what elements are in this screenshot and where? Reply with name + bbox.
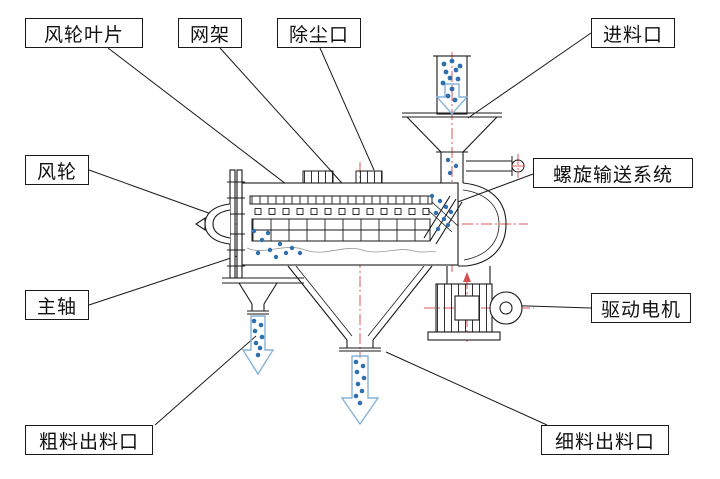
drive-motor: [427, 283, 523, 341]
label-fan-wheel: 风轮: [25, 155, 89, 185]
label-screw-conveyor: 螺旋输送系统: [533, 158, 693, 188]
shaft-tip: [195, 216, 206, 232]
left-flange: [229, 169, 236, 279]
leader-lines: [88, 32, 592, 426]
label-feed-inlet: 进料口: [591, 18, 675, 48]
leader-fine-outlet: [385, 351, 548, 426]
leader-coarse-outlet: [154, 335, 257, 426]
leader-main-shaft: [88, 252, 247, 306]
leader-screw-conveyor: [446, 173, 534, 207]
leader-fan-wheel: [88, 169, 229, 221]
vent-pipe: [466, 156, 525, 176]
material-boundary: [246, 247, 437, 253]
leader-feed-inlet: [467, 32, 592, 119]
leader-fan-blade: [107, 47, 304, 198]
label-main-shaft: 主轴: [25, 290, 89, 320]
dust-ports: [302, 170, 383, 184]
motor-hub: [454, 295, 480, 321]
label-mesh-frame: 网架: [178, 18, 242, 48]
label-fan-blade: 风轮叶片: [25, 18, 143, 48]
leader-dust-port: [319, 47, 375, 171]
particles-body: [251, 193, 454, 260]
flow-arrow-fine: [340, 355, 380, 426]
dust-port-left: [302, 170, 334, 184]
airflow-up-arrow: [463, 272, 471, 282]
fan-nose: [195, 203, 231, 245]
coarse-outlet: [238, 282, 278, 315]
label-fine-outlet: 细料出料口: [541, 425, 669, 455]
fine-outlet-cone: [287, 265, 433, 352]
particles-coarse: [251, 318, 265, 358]
mesh-screen: [249, 195, 433, 216]
label-drive-motor: 驱动电机: [591, 293, 691, 323]
label-dust-port: 除尘口: [277, 18, 361, 48]
motor-base: [427, 331, 501, 341]
particles-feed: [440, 58, 463, 176]
leader-mesh-frame: [219, 47, 351, 193]
flow-arrow-coarse: [241, 315, 275, 376]
dust-port-right: [355, 170, 383, 184]
label-coarse-outlet: 粗料出料口: [25, 425, 153, 455]
particles-fine: [353, 359, 367, 406]
flow-arrow-feed: [435, 83, 469, 116]
screw-rotor: [251, 218, 431, 242]
